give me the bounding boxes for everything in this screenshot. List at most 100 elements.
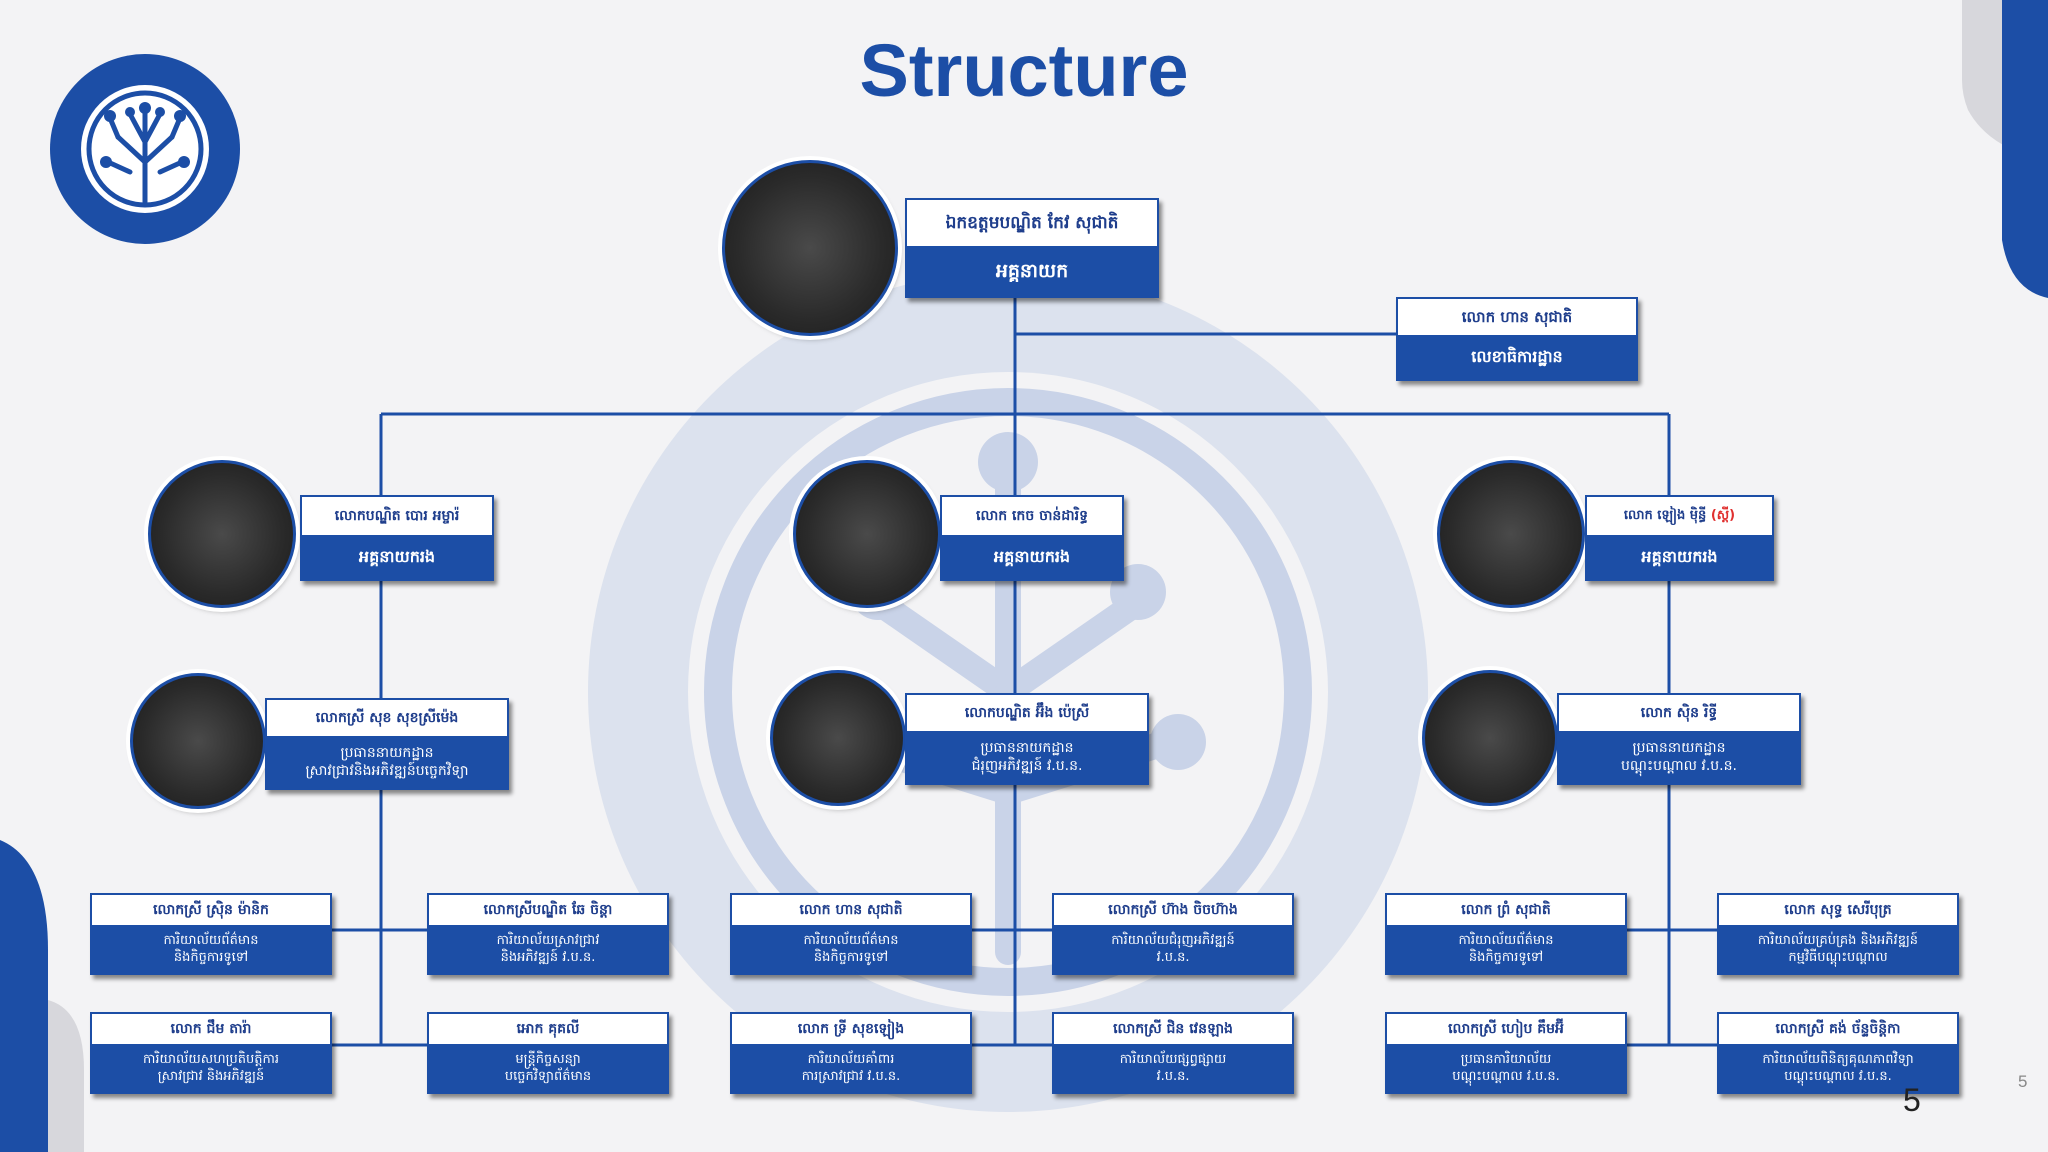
office-role: ការិយាល័យស្រាវជ្រាវ និងអភិវឌ្ឍន៍ វ.ប.ន. (429, 925, 667, 973)
office-role: ការិយាល័យគ្រប់គ្រង និងអភិវឌ្ឍន៍ កម្មវិធី… (1719, 925, 1957, 973)
office-role: ប្រធានការិយាល័យ បណ្តុះបណ្តាល វ.ប.ន. (1387, 1044, 1625, 1092)
office-name: លោកស្រី ស្រ៊ិន ម៉ានិក (153, 902, 269, 918)
office-card: អោក គុគលី មន្ត្រីកិច្ចសន្យា បច្ចេកវិទ្យា… (427, 1012, 669, 1094)
office-role: ការិយាល័យពិនិត្យគុណភាពវិទ្យា បណ្តុះបណ្តា… (1719, 1044, 1957, 1092)
deputy-name: លោកបណ្ឌិត បោរ អម្ចារ៉ (302, 497, 492, 535)
director-role-line2: ជំរុញអភិវឌ្ឍន៍ វ.ប.ន. (971, 758, 1083, 774)
office-name: លោក សុទ្ធ សេរីបុត្រ (1784, 902, 1892, 918)
office-card: លោក ហាន សុជាតិ ការិយាល័យព័ត៌មាន និងកិច្ច… (730, 893, 972, 975)
director-photo (130, 673, 266, 809)
director-role: ប្រធាននាយកដ្ឋាន ជំរុញអភិវឌ្ឍន៍ វ.ប.ន. (907, 731, 1147, 783)
office-role: ការិយាល័យជំរុញអភិវឌ្ឍន៍ វ.ប.ន. (1054, 925, 1292, 973)
office-name: លោក ជឹម តារ៉ា (170, 1021, 252, 1037)
office-role: ការិយាល័យគាំពារ ការស្រាវជ្រាវ វ.ប.ន. (732, 1044, 970, 1092)
institute-logo (50, 54, 240, 244)
deputy-photo (148, 460, 296, 608)
deputy-card: លោក កេច ចាន់ដារិទ្ធ អគ្គនាយករង (940, 495, 1124, 581)
director-role-line1: ប្រធាននាយកដ្ឋាន (980, 740, 1074, 756)
office-card: លោកស្រី ហ៊ាង ចិចហ៊ាង ការិយាល័យជំរុញអភិវឌ… (1052, 893, 1294, 975)
office-name: លោក ទ្រី សុខឡៀង (797, 1021, 905, 1037)
office-role-line2: វ.ប.ន. (1156, 1069, 1190, 1084)
director-card: លោក ស៊ិន រិទ្ធី ប្រធាននាយកដ្ឋាន បណ្ដុះបណ… (1557, 693, 1801, 785)
office-name: លោក ព្រំ សុជាតិ (1461, 902, 1551, 918)
office-role-line1: ការិយាល័យគាំពារ (807, 1052, 895, 1067)
office-role: ការិយាល័យព័ត៌មាន និងកិច្ចការទូទៅ (732, 925, 970, 973)
deputy-name: លោក ឡៀង ម៉ិន្ធី (ស្តី) (1587, 497, 1772, 535)
director-name: លោកស្រី សុខ សុខស្រីម៉េង (267, 700, 507, 736)
office-role-line2: កម្មវិធីបណ្តុះបណ្តាល (1788, 950, 1888, 965)
secretary-role: លេខាធិការដ្ឋាន (1398, 335, 1636, 379)
office-role-line1: ការិយាល័យផ្សព្វផ្សាយ (1119, 1052, 1227, 1067)
office-name: លោកស្រី ជិន វេនឡាង (1113, 1021, 1233, 1037)
office-role-line1: ការិយាល័យសហប្រតិបត្តិការ (143, 1052, 279, 1067)
office-card: លោក ព្រំ សុជាតិ ការិយាល័យព័ត៌មាន និងកិច្… (1385, 893, 1627, 975)
top-right-decoration (1962, 0, 2048, 298)
director-role-line2: បណ្ដុះបណ្ដាល វ.ប.ន. (1621, 758, 1737, 774)
director-card: លោកស្រី សុខ សុខស្រីម៉េង ប្រធាននាយកដ្ឋាន … (265, 698, 509, 790)
office-card: លោកស្រី គង់ ច័ន្ទចិន្តិកា ការិយាល័យពិនិត… (1717, 1012, 1959, 1094)
office-role-line1: ការិយាល័យព័ត៌មាន (163, 933, 259, 948)
secretary-name: លោក ហាន សុជាតិ (1398, 299, 1636, 335)
office-role-line1: ការិយាល័យព័ត៌មាន (803, 933, 899, 948)
director-name: លោក ស៊ិន រិទ្ធី (1559, 695, 1799, 731)
office-role: ការិយាល័យព័ត៌មាន និងកិច្ចការទូទៅ (1387, 925, 1625, 973)
office-card: លោកស្រី ជិន វេនឡាង ការិយាល័យផ្សព្វផ្សាយ … (1052, 1012, 1294, 1094)
director-general-name: ឯកឧត្តមបណ្ឌិត កែវ សុជាតិ (907, 200, 1157, 246)
office-name: លោកស្រីបណ្ឌិត ឆែ ចិន្តា (483, 902, 613, 918)
page-number-small: 5 (2018, 1072, 2028, 1091)
office-card: លោកស្រី ហៀប គឹមអ៊ី ប្រធានការិយាល័យ បណ្តុ… (1385, 1012, 1627, 1094)
office-role-line2: ស្រាវជ្រាវ និងអភិវឌ្ឍន៍ (157, 1069, 265, 1084)
director-role-line1: ប្រធាននាយកដ្ឋាន (1632, 740, 1726, 756)
office-role-line1: មន្ត្រីកិច្ចសន្យា (515, 1052, 581, 1067)
director-role: ប្រធាននាយកដ្ឋាន បណ្ដុះបណ្ដាល វ.ប.ន. (1559, 731, 1799, 783)
deputy-card: លោកបណ្ឌិត បោរ អម្ចារ៉ អគ្គនាយករង (300, 495, 494, 581)
deputy-photo (793, 460, 941, 608)
office-name: អោក គុគលី (516, 1021, 580, 1037)
office-name: លោកស្រី ហៀប គឹមអ៊ី (1448, 1021, 1564, 1037)
office-role-line2: បច្ចេកវិទ្យាព័ត៌មាន (504, 1069, 592, 1084)
office-role-line2: និងកិច្ចការទូទៅ (173, 950, 249, 965)
office-role-line1: ការិយាល័យពិនិត្យគុណភាពវិទ្យា (1762, 1052, 1914, 1067)
deputy-role: អគ្គនាយករង (942, 535, 1122, 579)
office-role-line2: ការស្រាវជ្រាវ វ.ប.ន. (801, 1069, 901, 1084)
director-general-card: ឯកឧត្តមបណ្ឌិត កែវ សុជាតិ អគ្គនាយក (905, 198, 1159, 298)
deputy-role: អគ្គនាយករង (302, 535, 492, 579)
office-role-line1: ការិយាល័យគ្រប់គ្រង និងអភិវឌ្ឍន៍ (1757, 933, 1919, 948)
office-role-line1: ការិយាល័យស្រាវជ្រាវ (496, 933, 600, 948)
office-role-line2: បណ្តុះបណ្តាល វ.ប.ន. (1784, 1069, 1892, 1084)
director-role-line2: ស្រាវជ្រាវនិងអភិវឌ្ឍន៍បច្ចេកវិទ្យា (305, 763, 469, 779)
office-role-line2: វ.ប.ន. (1156, 950, 1190, 965)
office-role: ការិយាល័យផ្សព្វផ្សាយ វ.ប.ន. (1054, 1044, 1292, 1092)
page-number: 5 (1903, 1082, 1921, 1118)
office-role: ការិយាល័យព័ត៌មាន និងកិច្ចការទូទៅ (92, 925, 330, 973)
office-role-line2: និងកិច្ចការទូទៅ (813, 950, 889, 965)
office-card: លោក ទ្រី សុខឡៀង ការិយាល័យគាំពារ ការស្រាវ… (730, 1012, 972, 1094)
page-title: Structure (859, 29, 1189, 112)
director-role: ប្រធាននាយកដ្ឋាន ស្រាវជ្រាវនិងអភិវឌ្ឍន៍បច… (267, 736, 507, 788)
deputy-name-suffix: (ស្តី) (1710, 508, 1736, 523)
director-photo (770, 670, 906, 806)
bottom-left-decoration (0, 840, 84, 1152)
deputy-name-text: លោក ឡៀង ម៉ិន្ធី (1623, 508, 1707, 523)
director-photo (1422, 670, 1558, 806)
director-name: លោកបណ្ឌិត អ៊ឹង ប៉េស្រី (907, 695, 1147, 731)
deputy-card: លោក ឡៀង ម៉ិន្ធី (ស្តី) អគ្គនាយករង (1585, 495, 1774, 581)
office-name: លោក ហាន សុជាតិ (799, 902, 903, 918)
office-role-line2: និងកិច្ចការទូទៅ (1468, 950, 1544, 965)
deputy-photo (1437, 460, 1585, 608)
office-role: មន្ត្រីកិច្ចសន្យា បច្ចេកវិទ្យាព័ត៌មាន (429, 1044, 667, 1092)
office-role-line1: ប្រធានការិយាល័យ (1460, 1052, 1552, 1067)
office-role-line1: ការិយាល័យព័ត៌មាន (1458, 933, 1554, 948)
office-card: លោកស្រីបណ្ឌិត ឆែ ចិន្តា ការិយាល័យស្រាវជ្… (427, 893, 669, 975)
office-role: ការិយាល័យសហប្រតិបត្តិការ ស្រាវជ្រាវ និងអ… (92, 1044, 330, 1092)
office-role-line2: បណ្តុះបណ្តាល វ.ប.ន. (1452, 1069, 1560, 1084)
office-name: លោកស្រី ហ៊ាង ចិចហ៊ាង (1108, 902, 1238, 918)
director-general-photo (722, 160, 898, 336)
office-name: លោកស្រី គង់ ច័ន្ទចិន្តិកា (1775, 1021, 1901, 1037)
deputy-role: អគ្គនាយករង (1587, 535, 1772, 579)
office-card: លោក សុទ្ធ សេរីបុត្រ ការិយាល័យគ្រប់គ្រង ន… (1717, 893, 1959, 975)
director-role-line1: ប្រធាននាយកដ្ឋាន (340, 745, 434, 761)
office-role-line2: និងអភិវឌ្ឍន៍ វ.ប.ន. (500, 950, 596, 965)
secretary-card: លោក ហាន សុជាតិ លេខាធិការដ្ឋាន (1396, 297, 1638, 381)
director-general-role: អគ្គនាយក (907, 246, 1157, 296)
